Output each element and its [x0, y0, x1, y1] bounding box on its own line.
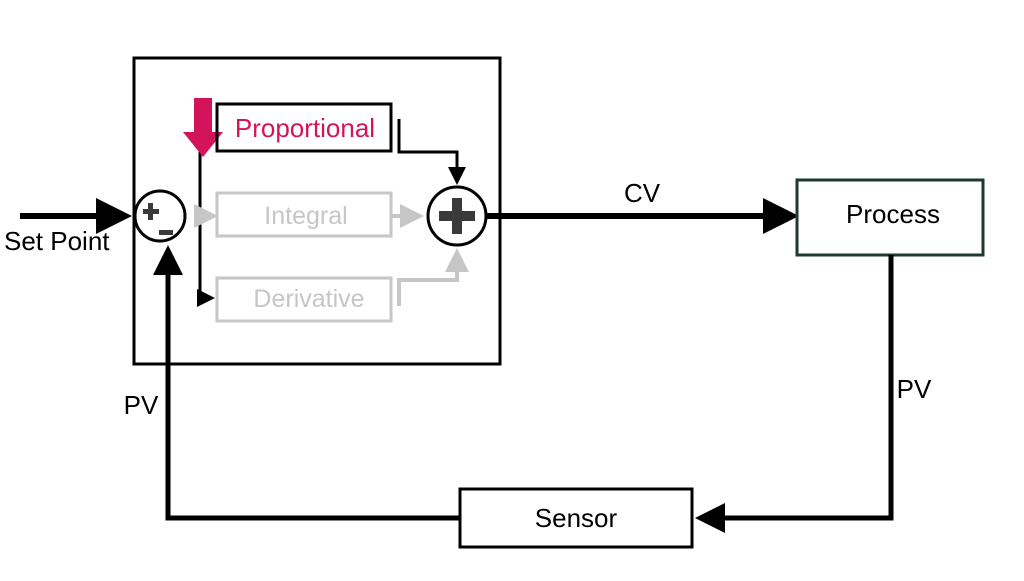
set-point-label: Set Point	[4, 226, 110, 256]
output-summing-junction	[426, 185, 488, 247]
cv-label: CV	[624, 178, 661, 208]
sensor-label: Sensor	[535, 503, 618, 533]
proportional-output-line	[397, 119, 466, 185]
pv-left-label: PV	[124, 390, 159, 420]
derivative-block	[215, 276, 393, 323]
process-to-sensor-line	[695, 255, 894, 533]
sensor-to-junction-line	[153, 245, 460, 521]
derivative-label: Derivative	[253, 285, 364, 313]
error-summing-junction	[133, 189, 187, 243]
integral-label: Integral	[264, 202, 347, 230]
pv-right-label: PV	[897, 374, 932, 404]
process-label: Process	[846, 199, 940, 229]
highlight-arrow-icon	[183, 98, 223, 157]
derivative-output-line	[397, 248, 469, 306]
proportional-block	[215, 102, 393, 153]
proportional-label: Proportional	[235, 113, 375, 143]
